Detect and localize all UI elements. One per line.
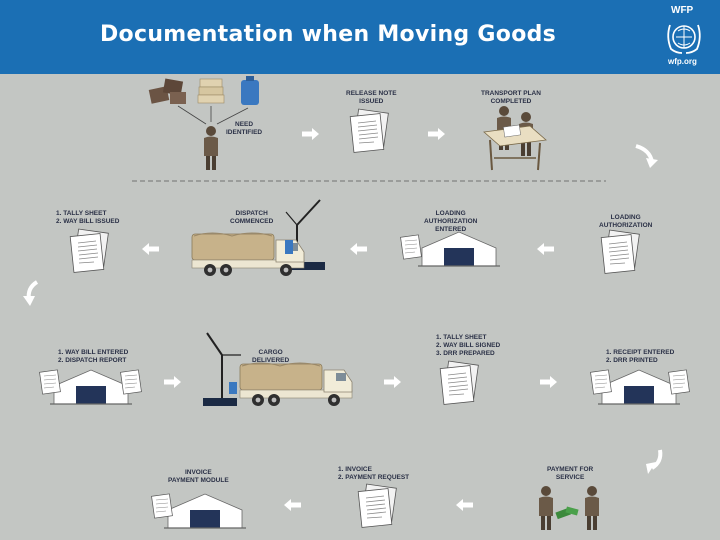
caption-loading-authorization: LOADING AUTHORIZATION bbox=[599, 214, 653, 229]
person-need-icon bbox=[204, 126, 218, 170]
curved-arrow-down-icon bbox=[650, 449, 663, 470]
invoice-warehouse-icon bbox=[163, 493, 247, 529]
waybill-warehouse-icon bbox=[49, 369, 133, 405]
release-note-docs-icon bbox=[349, 108, 389, 153]
arrow-right-icon bbox=[540, 376, 557, 388]
header-bar: Documentation when Moving Goods WFP wfp.… bbox=[0, 0, 720, 74]
loading-doc-icon bbox=[400, 234, 422, 260]
caption-invoice-payment-module: INVOICE PAYMENT MODULE bbox=[168, 469, 229, 484]
loading-authorization-docs-icon bbox=[600, 229, 640, 274]
page-title: Documentation when Moving Goods bbox=[100, 22, 557, 47]
caption-cargo-delivered: CARGO DELIVERED bbox=[252, 349, 290, 364]
invoice-payment-docs-icon bbox=[357, 483, 397, 528]
arrow-left-icon bbox=[142, 243, 159, 255]
arrow-left-icon bbox=[284, 499, 301, 511]
waybill-doc-left-icon bbox=[39, 369, 61, 395]
arrow-right-icon bbox=[428, 128, 445, 140]
arrow-right-icon bbox=[384, 376, 401, 388]
caption-release-note-issued: RELEASE NOTE ISSUED bbox=[346, 90, 397, 105]
caption-tally-waybill-issued: 1. TALLY SHEET 2. WAY BILL ISSUED bbox=[56, 210, 120, 225]
dispatch-truck-icon bbox=[191, 232, 305, 277]
caption-waybill-entered-dispatch-report: 1. WAY BILL ENTERED 2. DISPATCH REPORT bbox=[58, 349, 129, 364]
logo-text-bottom: wfp.org bbox=[668, 57, 697, 66]
need-connector-lines bbox=[177, 105, 249, 125]
goods-boxes-icon bbox=[148, 76, 259, 105]
delivery-truck-icon bbox=[239, 362, 353, 407]
arrow-left-icon bbox=[537, 243, 554, 255]
caption-tally-waybill-signed-drr: 1. TALLY SHEET 2. WAY BILL SIGNED 3. DRR… bbox=[436, 334, 501, 357]
arrow-right-icon bbox=[164, 376, 181, 388]
waybill-doc-right-icon bbox=[120, 369, 142, 395]
caption-receipt-entered-drr-printed: 1. RECEIPT ENTERED 2. DRR PRINTED bbox=[606, 349, 675, 364]
delivery-crane-icon bbox=[203, 332, 241, 406]
caption-dispatch-commenced: DISPATCH COMMENCED bbox=[230, 210, 274, 225]
arrow-left-icon bbox=[350, 243, 367, 255]
loading-warehouse-icon bbox=[417, 231, 501, 267]
logo-text-top: WFP bbox=[671, 5, 694, 16]
caption-loading-authorization-entered: LOADING AUTHORIZATION ENTERED bbox=[424, 210, 478, 233]
arrow-left-icon bbox=[456, 499, 473, 511]
caption-need-identified: NEED IDENTIFIED bbox=[226, 121, 263, 136]
payment-handshake-icon bbox=[539, 486, 599, 530]
caption-payment-for-service: PAYMENT FOR SERVICE bbox=[547, 466, 594, 481]
transport-plan-meeting-icon bbox=[483, 106, 547, 171]
receipt-doc-right-icon bbox=[668, 369, 690, 395]
caption-transport-plan-completed: TRANSPORT PLAN COMPLETED bbox=[481, 90, 541, 105]
invoice-doc-icon bbox=[151, 493, 173, 519]
arrow-right-icon bbox=[302, 128, 319, 140]
wfp-emblem-icon bbox=[667, 24, 701, 54]
receipt-doc-left-icon bbox=[590, 369, 612, 395]
tally-waybill-docs-icon bbox=[69, 228, 109, 273]
caption-invoice-payment-request: 1. INVOICE 2. PAYMENT REQUEST bbox=[338, 466, 410, 481]
tally-signed-docs-icon bbox=[439, 360, 479, 405]
